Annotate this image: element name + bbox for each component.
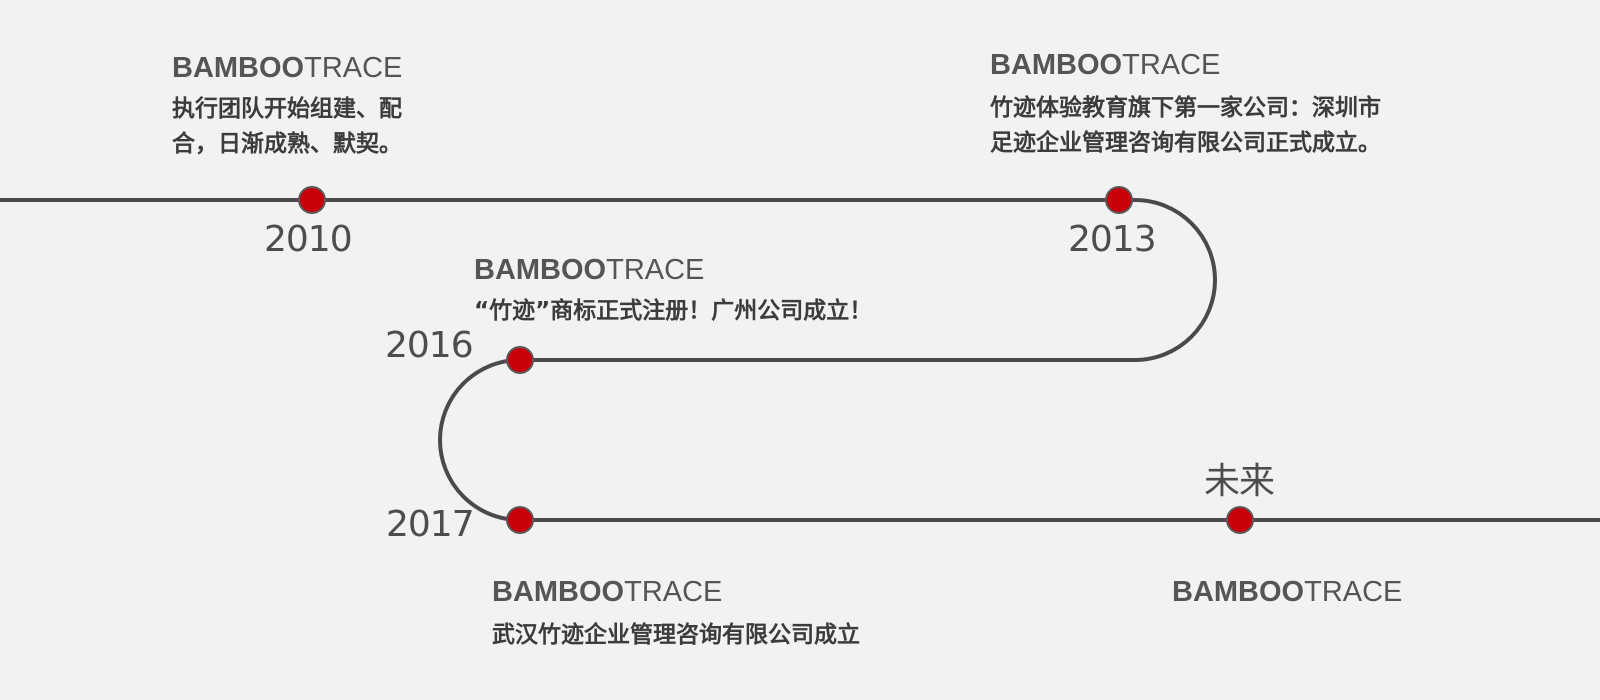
- description-2017: 武汉竹迹企业管理咨询有限公司成立: [492, 618, 860, 653]
- description-line: “竹迹”商标正式注册！广州公司成立！: [474, 298, 873, 324]
- brand-bold: BAMBOO: [474, 254, 607, 286]
- milestone-dot-2010: [298, 186, 326, 214]
- year-label-2013: 2013: [1068, 219, 1157, 260]
- milestone-dot-2017: [506, 506, 534, 534]
- description-2016: “竹迹”商标正式注册！广州公司成立！: [474, 294, 872, 329]
- year-label-2010: 2010: [264, 219, 353, 260]
- year-label-2016: 2016: [385, 325, 474, 366]
- brand-2016: BAMBOOTRACE: [474, 254, 704, 286]
- description-2010: 执行团队开始组建、配 合，日渐成熟、默契。: [172, 92, 402, 162]
- brand-bold: BAMBOO: [990, 49, 1123, 81]
- brand-bold: BAMBOO: [492, 576, 625, 608]
- brand-bold: BAMBOO: [172, 52, 305, 84]
- year-label-2017: 2017: [386, 504, 475, 545]
- brand-light: TRACE: [606, 254, 705, 286]
- brand-light: TRACE: [1304, 576, 1403, 608]
- milestone-dot-2016: [506, 346, 534, 374]
- brand-future: BAMBOOTRACE: [1172, 576, 1402, 608]
- brand-light: TRACE: [624, 576, 723, 608]
- brand-light: TRACE: [1122, 49, 1221, 81]
- brand-2017: BAMBOOTRACE: [492, 576, 722, 608]
- description-line: 执行团队开始组建、配: [172, 96, 402, 122]
- description-2013: 竹迹体验教育旗下第一家公司：深圳市 足迹企业管理咨询有限公司正式成立。: [990, 91, 1381, 161]
- milestone-dot-future: [1226, 506, 1254, 534]
- timeline-path: [0, 198, 1600, 522]
- year-label-future: 未来: [1204, 461, 1275, 502]
- brand-light: TRACE: [304, 52, 403, 84]
- description-line: 武汉竹迹企业管理咨询有限公司成立: [492, 622, 860, 648]
- description-line: 合，日渐成熟、默契。: [172, 131, 402, 157]
- brand-bold: BAMBOO: [1172, 576, 1305, 608]
- milestone-dot-2013: [1105, 186, 1133, 214]
- brand-2013: BAMBOOTRACE: [990, 49, 1220, 81]
- description-line: 竹迹体验教育旗下第一家公司：深圳市: [990, 95, 1381, 121]
- description-line: 足迹企业管理咨询有限公司正式成立。: [990, 130, 1381, 156]
- brand-2010: BAMBOOTRACE: [172, 52, 402, 84]
